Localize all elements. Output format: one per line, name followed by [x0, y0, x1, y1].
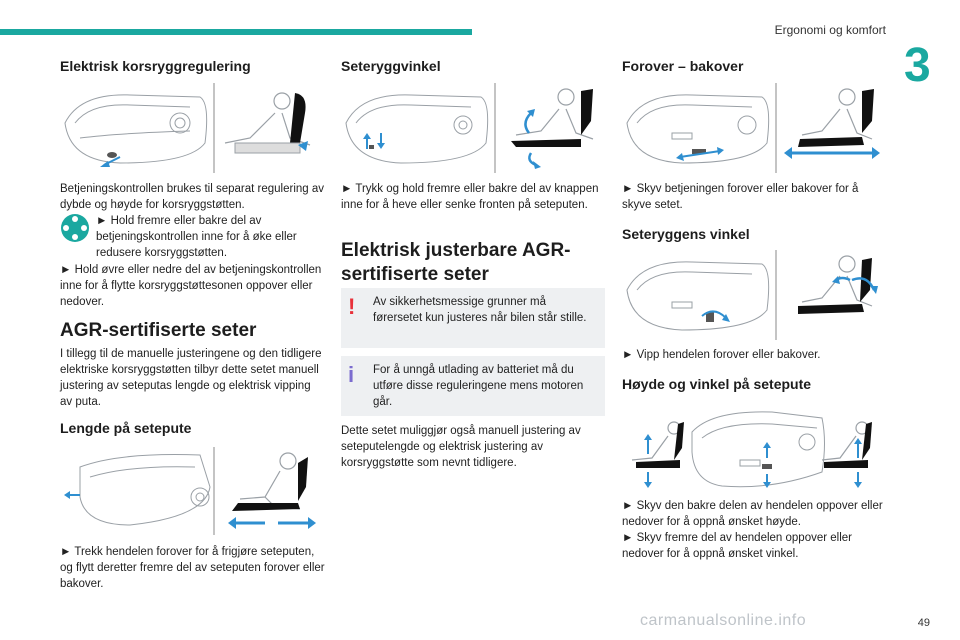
warning-notice: ! Av sikkerhetsmessige grunner må førers…	[341, 288, 605, 348]
heading-cushion-length: Lengde på setepute	[60, 420, 192, 436]
figure-cushion-height-angle	[622, 402, 886, 492]
figure-cushion-length	[60, 447, 325, 535]
info-text: For å unngå utlading av batteriet må du …	[373, 364, 584, 408]
text-forward-back: ► Skyv betjeningen forover eller bakover…	[622, 183, 859, 211]
page-number: 49	[917, 617, 930, 629]
info-notice: i For å unngå utlading av batteriet må d…	[341, 356, 605, 416]
text-cushion-angle: ► Skyv fremre del av hendelen oppover el…	[622, 532, 852, 560]
text-cushion-height: ► Skyv den bakre delen av hendelen oppov…	[622, 500, 883, 528]
text-lumbar-intro: Betjeningskontrollen brukes til separat …	[60, 183, 325, 211]
heading-lumbar: Elektrisk korsryggregulering	[60, 58, 251, 74]
figure-forward-back	[622, 83, 886, 173]
text-agr: I tillegg til de manuelle justeringene o…	[60, 348, 322, 408]
text-lumbar-bullet-2: ► Hold øvre eller nedre del av betjening…	[60, 264, 322, 308]
figure-lumbar	[60, 83, 325, 173]
heading-agr-seats: AGR-sertifiserte seter	[60, 320, 257, 341]
text-backrest-angle: ► Vipp hendelen forover eller bakover.	[622, 349, 821, 361]
watermark: carmanualsonline.info	[640, 612, 807, 629]
heading-cushion-height-angle: Høyde og vinkel på setepute	[622, 376, 812, 392]
text-lumbar-bullet-1a: ► Hold fremre eller bakre del av betjeni…	[96, 215, 297, 259]
heading-seatback-angle: Seteryggvinkel	[341, 58, 441, 74]
text-cushion-length: ► Trekk hendelen forover for å frigjøre …	[60, 546, 325, 590]
section-title: Ergonomi og komfort	[774, 23, 886, 37]
heading-forward-back: Forover – bakover	[622, 58, 744, 74]
info-icon: i	[348, 362, 355, 387]
text-manual-adjust: Dette setet muliggjør også manuell juste…	[341, 425, 581, 469]
heading-backrest-angle: Seteryggens vinkel	[622, 226, 750, 242]
chapter-number: 3	[904, 39, 931, 92]
warning-text: Av sikkerhetsmessige grunner må førerset…	[373, 296, 587, 324]
figure-backrest-angle	[622, 250, 886, 340]
warning-icon: !	[348, 294, 356, 319]
text-seatback-angle: ► Trykk og hold fremre eller bakre del a…	[341, 183, 599, 211]
figure-seatback-angle	[341, 83, 605, 173]
heading-electric-agr: Elektrisk justerbare AGR-sertifiserte se…	[341, 240, 571, 285]
lumbar-control-icon	[60, 213, 90, 248]
header-accent-bar	[0, 29, 472, 35]
